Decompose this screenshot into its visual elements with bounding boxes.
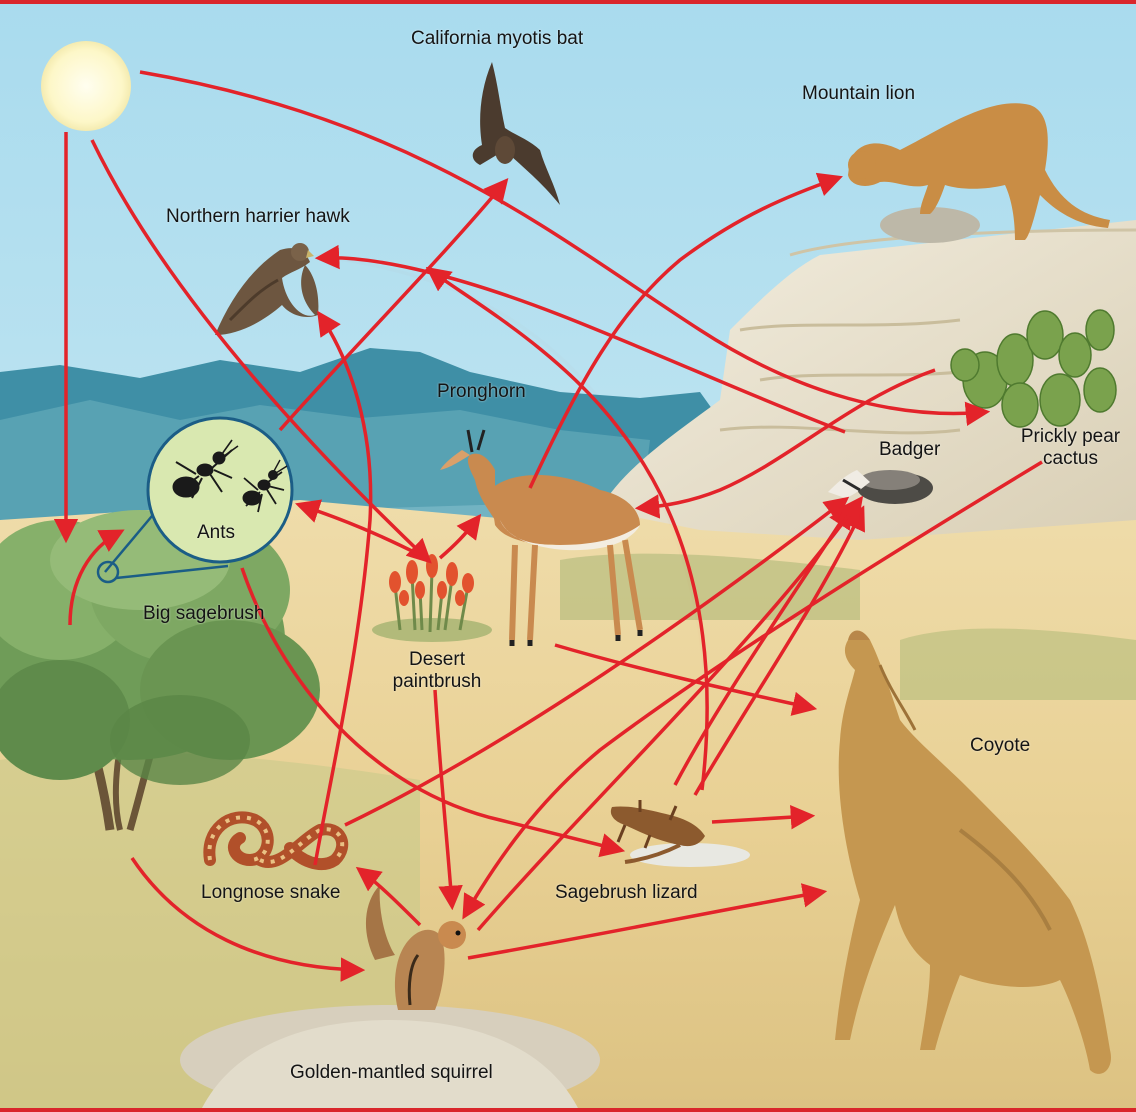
label-bat: California myotis bat xyxy=(411,28,583,50)
label-longnose-snake: Longnose snake xyxy=(201,882,340,904)
label-mountain-lion: Mountain lion xyxy=(802,83,915,105)
label-desert-paintbrush: Desert paintbrush xyxy=(382,649,492,693)
label-coyote: Coyote xyxy=(970,735,1030,757)
sun-icon xyxy=(41,41,131,131)
top-border xyxy=(0,0,1136,4)
label-sagebrush-lizard: Sagebrush lizard xyxy=(555,882,698,904)
label-hawk: Northern harrier hawk xyxy=(166,206,350,228)
label-badger: Badger xyxy=(879,439,940,461)
bottom-border xyxy=(0,1108,1136,1112)
label-golden-mantled-squirrel: Golden-mantled squirrel xyxy=(290,1062,493,1084)
label-pronghorn: Pronghorn xyxy=(437,381,526,403)
label-big-sagebrush: Big sagebrush xyxy=(143,603,264,625)
label-prickly-pear-cactus: Prickly pear cactus xyxy=(1008,426,1133,470)
label-ants: Ants xyxy=(197,522,235,544)
